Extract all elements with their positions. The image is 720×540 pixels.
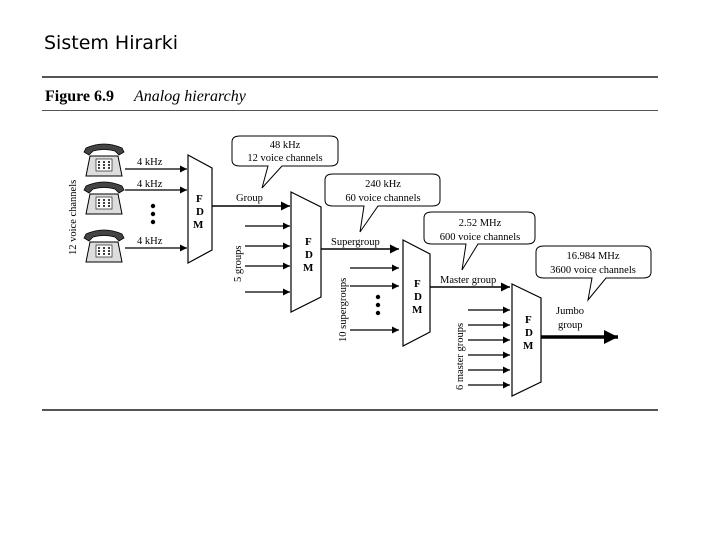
callout-bubble: 16.984 MHz 3600 voice channels xyxy=(535,245,652,302)
fdm-label-d: D xyxy=(305,249,313,261)
callout-channels: 600 voice channels xyxy=(440,232,520,243)
fdm-multiplexer xyxy=(290,191,322,313)
slide-title: Sistem Hirarki xyxy=(44,32,179,54)
fdm-label-f: F xyxy=(414,278,421,290)
fdm-label-m: M xyxy=(193,219,204,231)
fdm-label-f: F xyxy=(196,193,203,205)
callout-frequency: 240 kHz xyxy=(365,179,401,190)
supergroup-output-label: Supergroup xyxy=(331,237,380,248)
master-groups-input-label: 6 master groups xyxy=(455,323,466,390)
callout-bubble: 240 kHz 60 voice channels xyxy=(324,173,441,233)
ellipsis-icon xyxy=(150,203,156,225)
figure-caption: Figure 6.9 Analog hierarchy xyxy=(45,88,246,106)
supergroups-input-label: 10 supergroups xyxy=(338,278,349,342)
ellipsis-icon xyxy=(375,294,381,316)
telephone-icon xyxy=(83,143,125,177)
channel-bandwidth-label: 4 kHz xyxy=(137,179,163,190)
callout-frequency: 48 kHz xyxy=(270,140,301,151)
callout-bubble: 48 kHz 12 voice channels xyxy=(231,135,339,189)
figure-caption-rule xyxy=(42,110,658,111)
telephone-icon xyxy=(83,181,125,215)
fdm-label-m: M xyxy=(412,304,423,316)
jumbo-group-label: Jumbo xyxy=(556,306,584,317)
figure-bottom-rule xyxy=(42,409,658,411)
master-group-output-label: Master group xyxy=(440,275,496,286)
groups-input-label: 5 groups xyxy=(233,246,244,282)
voice-channels-label: 12 voice channels xyxy=(68,180,79,255)
jumbo-group-label: group xyxy=(558,320,583,331)
fdm-multiplexer xyxy=(402,239,431,347)
callout-channels: 60 voice channels xyxy=(345,193,420,204)
fdm-multiplexer xyxy=(187,153,213,265)
callout-frequency: 2.52 MHz xyxy=(459,218,502,229)
figure-top-rule xyxy=(42,76,658,78)
fdm-label-d: D xyxy=(525,327,533,339)
fdm-label-m: M xyxy=(303,262,314,274)
fdm-label-d: D xyxy=(196,206,204,218)
figure-caption-text: Analog hierarchy xyxy=(134,88,246,105)
fdm-label-f: F xyxy=(305,236,312,248)
callout-bubble: 2.52 MHz 600 voice channels xyxy=(423,211,536,271)
group-output-label: Group xyxy=(236,193,263,204)
channel-bandwidth-label: 4 kHz xyxy=(137,236,163,247)
callout-channels: 12 voice channels xyxy=(247,153,322,164)
telephone-icon xyxy=(83,229,125,263)
fdm-label-d: D xyxy=(414,291,422,303)
callout-frequency: 16.984 MHz xyxy=(566,251,619,262)
fdm-label-f: F xyxy=(525,314,532,326)
callout-channels: 3600 voice channels xyxy=(550,265,636,276)
figure-number: Figure 6.9 xyxy=(45,88,115,105)
channel-bandwidth-label: 4 kHz xyxy=(137,157,163,168)
fdm-label-m: M xyxy=(523,340,534,352)
fdm-multiplexer xyxy=(511,283,542,397)
